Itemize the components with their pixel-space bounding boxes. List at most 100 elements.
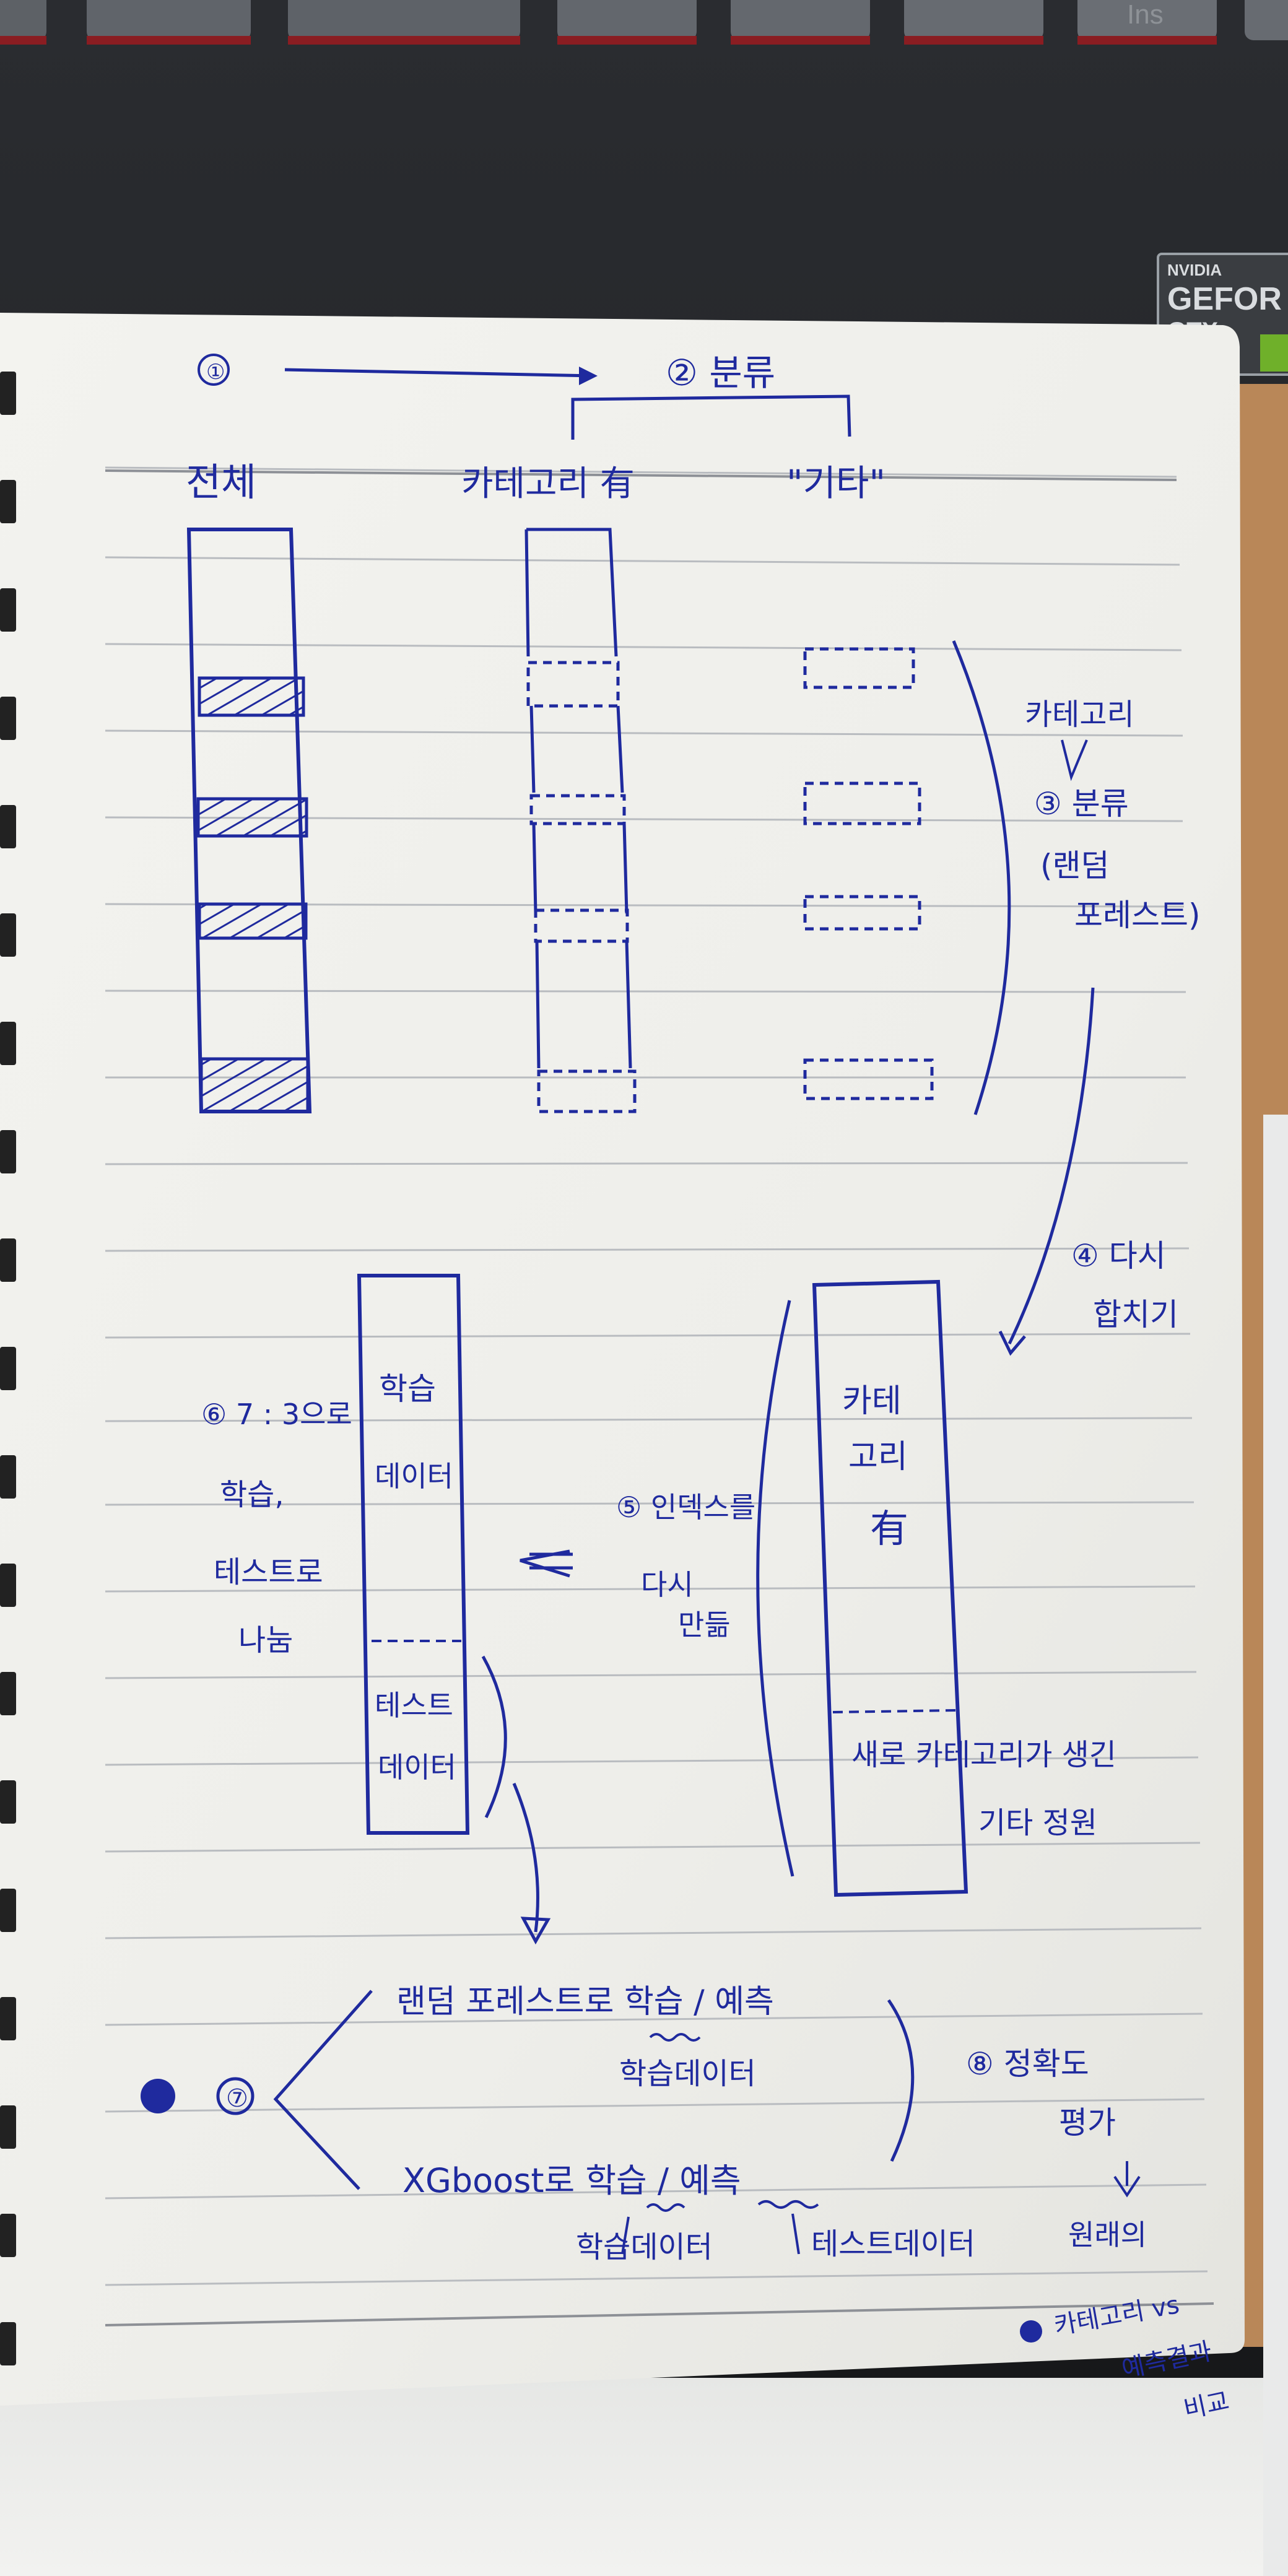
spiral-hole [0, 1130, 16, 1173]
sticker-accent [1260, 334, 1288, 372]
merged-category-3: 有 [870, 1506, 908, 1551]
down-caret-icon [1061, 739, 1088, 781]
ins-key-label: Ins [1127, 0, 1164, 30]
xgb-sub-train: 학습데이터 [576, 2230, 713, 2265]
step3-category: 카테고리 [1025, 697, 1134, 732]
step1-arrow [284, 368, 595, 378]
spiral-hole [0, 1889, 16, 1932]
step8-eval: 평가 [1059, 2105, 1116, 2141]
underline-squiggle [646, 2203, 685, 2212]
dataset-column [186, 528, 312, 1113]
keyboard-key-edge [0, 36, 46, 45]
merged-category-1: 카테 [842, 1383, 902, 1420]
keyboard-key [731, 0, 870, 40]
col-category-label: 카테고리 有 [461, 464, 635, 504]
merged-new-category: 새로 카테고리가 생긴 [851, 1738, 1116, 1772]
keyboard-key [0, 0, 46, 40]
step4-merge: 합치기 [1093, 1297, 1178, 1333]
spiral-binding [0, 372, 16, 2365]
sticker-line: GEFOR [1167, 281, 1282, 317]
step2-label: ② 분류 [666, 352, 775, 394]
keyboard-key [1077, 0, 1217, 40]
spiral-hole [0, 480, 16, 523]
step6-ratio: ⑥ 7 : 3으로 [201, 1398, 352, 1431]
ruled-lines [105, 466, 1208, 2286]
step6-train: 학습, [220, 1477, 284, 1512]
spiral-hole [0, 805, 16, 848]
train-label-2: 데이터 [375, 1460, 453, 1493]
keyboard-key-edge [731, 36, 870, 45]
test-label-1: 테스트 [375, 1689, 453, 1722]
footer-rule [105, 2302, 1214, 2326]
spiral-hole [0, 1022, 16, 1065]
spiral-hole [0, 372, 16, 415]
step5-make: 만듦 [678, 1608, 731, 1642]
spiral-hole [0, 588, 16, 632]
keyboard-key [1245, 0, 1288, 40]
step3-random: (랜덤 [1040, 848, 1110, 884]
step1-marker [198, 354, 230, 386]
spiral-hole [0, 697, 16, 740]
hatched-row [198, 676, 305, 717]
xgb-line: XGboost로 학습 / 예측 [402, 2161, 741, 2200]
spiral-hole [0, 1238, 16, 1282]
keyboard-key [904, 0, 1043, 40]
desk-right [1263, 1115, 1288, 2576]
merged-other: 기타 정원 [978, 1806, 1097, 1840]
spiral-hole [0, 2214, 16, 2257]
step3-forest: 포레스트) [1074, 897, 1201, 933]
category-column [524, 528, 637, 1113]
step7-marker [216, 2077, 255, 2115]
step8-original: 원래의 [1068, 2218, 1147, 2252]
arrow-head-icon [579, 367, 598, 385]
spiral-hole [0, 1997, 16, 2040]
keyboard-key [557, 0, 697, 40]
spiral-hole [0, 913, 16, 957]
spiral-hole [0, 2105, 16, 2149]
step8-accuracy: ⑧ 정확도 [966, 2046, 1089, 2082]
keyboard-key-edge [557, 36, 697, 45]
step2-bracket [571, 394, 851, 440]
keyboard-row: Ins [0, 0, 1288, 45]
model-bracket [887, 1999, 915, 2162]
rf-line: 랜덤 포레스트로 학습 / 예측 [396, 1983, 774, 2021]
hatched-row [198, 902, 308, 940]
spiral-hole [0, 1455, 16, 1499]
col-all-label: 전체 [186, 459, 256, 505]
arrow-head-icon [998, 1330, 1026, 1356]
merged-category-2: 고리 [848, 1438, 908, 1476]
step5-again: 다시 [641, 1568, 694, 1601]
test-label-2: 데이터 [378, 1751, 456, 1784]
keyboard-key [288, 0, 520, 40]
keyboard-key-edge [904, 36, 1043, 45]
merged-box [812, 1279, 968, 1897]
middle-section: ④ 다시 합치기 카테 고리 有 새로 카테고리가 생긴 기타 정원 ⑤ 인덱스… [201, 1238, 1178, 1945]
keyboard-key-edge [1077, 36, 1217, 45]
hatched-row [196, 797, 308, 838]
spiral-hole [0, 2322, 16, 2365]
down-arrow [512, 1783, 539, 1933]
keyboard-key-edge [288, 36, 520, 45]
test-bracket [481, 1655, 507, 1819]
spiral-hole [0, 1780, 16, 1824]
filled-marker [1020, 2320, 1042, 2343]
train-label-1: 학습 [379, 1371, 436, 1407]
merged-bracket [756, 1300, 794, 1877]
sticker-line: NVIDIA [1167, 261, 1222, 279]
down-arrow-icon [1113, 2161, 1141, 2198]
notebook-page [0, 313, 1245, 2406]
top-section: ① ② 분류 전체 카테고리 有 "기타" [186, 352, 1201, 1356]
spiral-hole [0, 1672, 16, 1715]
underline-squiggle [757, 2200, 819, 2209]
step4-again: ④ 다시 [1071, 1238, 1166, 1274]
step1-label: ① [206, 360, 225, 385]
group-bracket [952, 640, 1011, 1115]
merge-arrow [1007, 987, 1095, 1345]
pointer-ticks [621, 2213, 800, 2255]
step5-index: ⑤ 인덱스를 [616, 1490, 755, 1524]
step3-classify: ③ 분류 [1034, 786, 1129, 822]
step6-split: 나눔 [238, 1623, 293, 1658]
underline-squiggle [649, 2033, 701, 2042]
keyboard-key-edge [87, 36, 251, 45]
